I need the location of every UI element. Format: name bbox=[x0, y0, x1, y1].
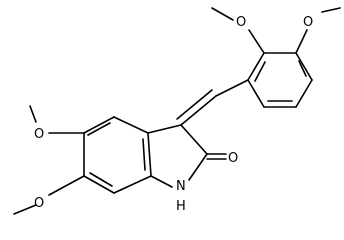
bond bbox=[83, 116, 115, 134]
double-bond-inner bbox=[89, 172, 113, 187]
double-bond-inner bbox=[87, 122, 111, 136]
methoxy-groups-top bbox=[211, 7, 341, 54]
double-bond-inner bbox=[142, 138, 146, 171]
bond bbox=[147, 124, 182, 134]
bond bbox=[321, 7, 341, 13]
benzo-ring bbox=[83, 116, 152, 194]
double-bond-inner bbox=[176, 89, 213, 120]
bond bbox=[150, 175, 173, 188]
bond bbox=[83, 175, 115, 194]
bond bbox=[247, 52, 265, 81]
methylidene-linker bbox=[176, 79, 249, 126]
bond bbox=[113, 175, 152, 194]
bond bbox=[48, 175, 85, 196]
bond bbox=[295, 52, 313, 81]
bond bbox=[29, 105, 37, 123]
molecule-canvas: O O O O O N H bbox=[13, 7, 341, 215]
bond bbox=[215, 79, 249, 97]
lactam-ring bbox=[147, 124, 227, 188]
atom-label-o: O bbox=[34, 127, 44, 142]
bond bbox=[147, 132, 152, 177]
structure-diagram: O O O O O N H bbox=[13, 7, 341, 215]
carbonyl-oxygen-label: O bbox=[228, 151, 238, 166]
bond bbox=[211, 7, 234, 21]
double-bond-inner bbox=[298, 60, 307, 77]
atom-label-o: O bbox=[303, 15, 313, 30]
bond bbox=[295, 79, 313, 108]
atom-label-o: O bbox=[34, 196, 44, 211]
amine-hydrogen-label: H bbox=[176, 199, 186, 214]
bond bbox=[113, 116, 149, 134]
bond bbox=[248, 29, 265, 54]
bond bbox=[180, 124, 208, 155]
methoxy-groups-bottom bbox=[13, 105, 85, 215]
bond bbox=[13, 204, 37, 215]
bond bbox=[295, 29, 308, 54]
bond bbox=[188, 153, 208, 181]
dimethoxyphenyl-ring bbox=[247, 52, 313, 108]
bond bbox=[247, 79, 265, 108]
atom-label-o: O bbox=[236, 15, 246, 30]
bond bbox=[180, 95, 217, 126]
amine-nitrogen-label: N bbox=[176, 179, 186, 194]
double-bond-inner bbox=[254, 61, 266, 82]
